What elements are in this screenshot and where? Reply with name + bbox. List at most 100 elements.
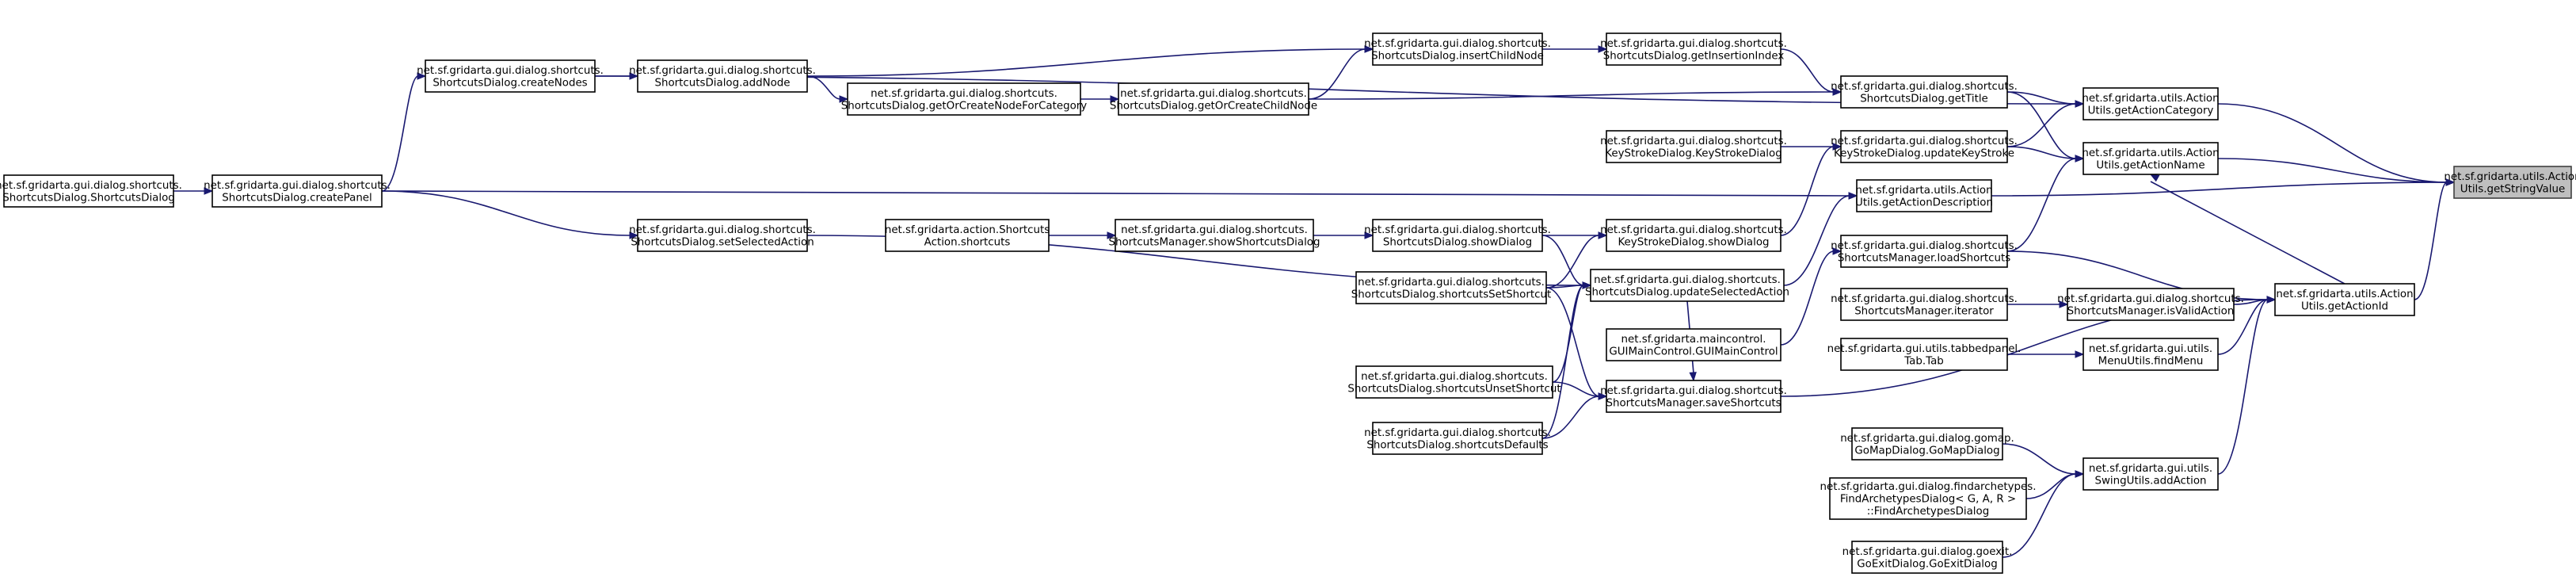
graph-node-create-panel[interactable]: net.sf.gridarta.gui.dialog.shortcuts.Sho… — [204, 174, 391, 208]
graph-edge — [594, 72, 639, 80]
edge-line — [2217, 103, 2448, 183]
node-label-line: net.sf.gridarta.gui.dialog.shortcuts. — [871, 88, 1057, 100]
node-label-line: ShortcutsManager.loadShortcuts — [1838, 252, 2010, 264]
graph-node-insert-child-node[interactable]: net.sf.gridarta.gui.dialog.shortcuts.Sho… — [1364, 32, 1551, 66]
edge-line — [1780, 146, 1835, 236]
node-label-line: ::FindArchetypesDialog — [1867, 506, 1989, 518]
edge-line — [1541, 285, 1584, 439]
graph-node-find-menu[interactable]: net.sf.gridarta.gui.utils.MenuUtils.find… — [2083, 338, 2219, 371]
call-graph-nodes: net.sf.gridarta.utils.ActionUtils.getStr… — [0, 32, 2576, 574]
graph-node-update-selected-action[interactable]: net.sf.gridarta.gui.dialog.shortcuts.Sho… — [1585, 269, 1789, 302]
node-label-line: net.sf.gridarta.gui.dialog.shortcuts. — [629, 224, 816, 236]
node-label-line: net.sf.gridarta.gui.utils. — [2089, 463, 2212, 475]
edge-line — [381, 75, 419, 192]
node-label-line: ShortcutsDialog.updateSelectedAction — [1585, 286, 1789, 298]
edge-line — [2217, 158, 2448, 183]
graph-node-shortcuts-unset-shortcut[interactable]: net.sf.gridarta.gui.dialog.shortcuts.Sho… — [1347, 365, 1561, 399]
arrowhead — [2266, 296, 2277, 304]
node-label-line: ShortcutsDialog.getOrCreateChildNode — [1110, 100, 1317, 112]
node-label-line: ShortcutsDialog.shortcutsUnsetShortcut — [1347, 383, 1560, 395]
graph-node-go-exit-dialog[interactable]: net.sf.gridarta.gui.dialog.goexit.GoExit… — [1842, 541, 2013, 574]
node-box — [1115, 219, 1314, 252]
edge-line — [2006, 103, 2077, 147]
graph-node-is-valid-action[interactable]: net.sf.gridarta.gui.dialog.shortcuts.Sho… — [2057, 288, 2244, 321]
graph-node-go-map-dialog[interactable]: net.sf.gridarta.gui.dialog.gomap.GoMapDi… — [1840, 427, 2014, 461]
node-box — [1840, 130, 2008, 163]
node-label-line: net.sf.gridarta.gui.dialog.shortcuts. — [1600, 136, 1787, 147]
node-label-line: KeyStrokeDialog.updateKeyStroke — [1834, 147, 2014, 159]
node-box — [1590, 269, 1785, 302]
node-label-line: net.sf.gridarta.utils.Action — [1855, 185, 1992, 197]
edge-line — [2150, 181, 2345, 285]
graph-node-set-selected-action[interactable]: net.sf.gridarta.gui.dialog.shortcuts.Sho… — [629, 219, 816, 252]
graph-node-gui-main-control[interactable]: net.sf.gridarta.maincontrol.GUIMainContr… — [1606, 328, 1781, 361]
edge-line — [1308, 48, 1366, 100]
node-box — [1856, 179, 1992, 212]
graph-node-get-insertion-index[interactable]: net.sf.gridarta.gui.dialog.shortcuts.Sho… — [1600, 32, 1787, 66]
node-label-line: Action.shortcuts — [924, 236, 1011, 248]
node-label-line: Utils.getActionCategory — [2088, 105, 2214, 117]
graph-node-sd-show-dialog[interactable]: net.sf.gridarta.gui.dialog.shortcuts.Sho… — [1364, 219, 1551, 252]
edge-line — [1545, 285, 1584, 289]
graph-node-create-nodes[interactable]: net.sf.gridarta.gui.dialog.shortcuts.Sho… — [417, 59, 604, 93]
edge-line — [1780, 250, 1835, 346]
arrowhead — [629, 72, 639, 80]
graph-node-shortcuts-dialog-ctor[interactable]: net.sf.gridarta.gui.dialog.shortcuts.Sho… — [0, 174, 182, 208]
node-label-line: net.sf.gridarta.gui.dialog.shortcuts. — [1120, 88, 1307, 100]
graph-node-action-shortcuts[interactable]: net.sf.gridarta.action.ShortcutsAction.s… — [885, 219, 1050, 252]
edge-line — [806, 75, 841, 100]
node-label-line: net.sf.gridarta.gui.utils.tabbedpanel. — [1827, 343, 2022, 355]
node-label-line: Utils.getStringValue — [2460, 183, 2565, 195]
node-label-line: GoMapDialog.GoMapDialog — [1854, 445, 1999, 457]
graph-node-ks-show-dialog[interactable]: net.sf.gridarta.gui.dialog.shortcuts.Key… — [1600, 219, 1787, 252]
node-label-line: net.sf.gridarta.gui.dialog.shortcuts. — [1121, 224, 1308, 236]
node-label-line: net.sf.gridarta.gui.dialog.shortcuts. — [1594, 274, 1781, 286]
graph-node-show-shortcuts-dialog[interactable]: net.sf.gridarta.gui.dialog.shortcuts.Sho… — [1108, 219, 1320, 252]
node-label-line: net.sf.gridarta.utils.Action — [2082, 147, 2219, 159]
node-label-line: net.sf.gridarta.utils.Action — [2276, 289, 2413, 300]
node-label-line: GoExitDialog.GoExitDialog — [1857, 558, 1997, 570]
node-label-line: ShortcutsDialog.createPanel — [222, 192, 372, 204]
graph-edge — [2006, 155, 2085, 252]
node-label-line: ShortcutsDialog.shortcutsSetShortcut — [1351, 289, 1551, 300]
edge-line — [2006, 158, 2077, 252]
graph-edge — [1542, 45, 1608, 53]
graph-node-shortcuts-set-shortcut[interactable]: net.sf.gridarta.gui.dialog.shortcuts.Sho… — [1351, 271, 1551, 304]
node-label-line: ShortcutsManager.showShortcutsDialog — [1108, 236, 1320, 248]
graph-node-find-archetypes-dialog[interactable]: net.sf.gridarta.gui.dialog.findarchetype… — [1820, 477, 2037, 520]
graph-edge — [1991, 178, 2456, 197]
graph-edge — [2002, 443, 2085, 478]
graph-node-get-action-description[interactable]: net.sf.gridarta.utils.ActionUtils.getAct… — [1855, 179, 1993, 212]
arrowhead — [1364, 45, 1374, 53]
node-label-line: ShortcutsManager.isValidAction — [2067, 305, 2235, 317]
graph-node-get-action-id[interactable]: net.sf.gridarta.utils.ActionUtils.getAct… — [2274, 283, 2415, 316]
graph-node-key-stroke-dialog-ctor[interactable]: net.sf.gridarta.gui.dialog.shortcuts.Key… — [1600, 130, 1787, 163]
graph-node-update-key-stroke[interactable]: net.sf.gridarta.gui.dialog.shortcuts.Key… — [1831, 130, 2018, 163]
edge-line — [2414, 182, 2448, 300]
node-box — [425, 59, 596, 93]
graph-node-add-node[interactable]: net.sf.gridarta.gui.dialog.shortcuts.Sho… — [629, 59, 816, 93]
graph-node-save-shortcuts[interactable]: net.sf.gridarta.gui.dialog.shortcuts.Sho… — [1600, 380, 1787, 413]
graph-node-shortcuts-defaults[interactable]: net.sf.gridarta.gui.dialog.shortcuts.Sho… — [1364, 422, 1551, 455]
graph-node-get-action-name[interactable]: net.sf.gridarta.utils.ActionUtils.getAct… — [2082, 142, 2220, 175]
graph-node-iterator[interactable]: net.sf.gridarta.gui.dialog.shortcuts.Sho… — [1831, 288, 2018, 321]
arrowhead — [417, 72, 427, 80]
node-label-line: ShortcutsDialog.insertChildNode — [1371, 50, 1544, 62]
node-label-line: ShortcutsManager.saveShortcuts — [1606, 397, 1781, 409]
edge-line — [2002, 443, 2077, 475]
graph-node-tab-tab[interactable]: net.sf.gridarta.gui.utils.tabbedpanel.Ta… — [1827, 338, 2022, 371]
node-box — [2083, 457, 2219, 491]
graph-node-get-or-create-child-node[interactable]: net.sf.gridarta.gui.dialog.shortcuts.Sho… — [1110, 82, 1317, 116]
edge-line — [2002, 473, 2077, 558]
graph-node-add-action[interactable]: net.sf.gridarta.gui.utils.SwingUtils.add… — [2083, 457, 2219, 491]
graph-node-load-shortcuts[interactable]: net.sf.gridarta.gui.dialog.shortcuts.Sho… — [1831, 235, 2018, 268]
node-label-line: net.sf.gridarta.action.Shortcuts — [885, 224, 1050, 236]
arrowhead — [1364, 231, 1374, 239]
graph-node-get-action-category[interactable]: net.sf.gridarta.utils.ActionUtils.getAct… — [2082, 87, 2220, 120]
graph-node-get-string-value[interactable]: net.sf.gridarta.utils.ActionUtils.getStr… — [2444, 166, 2576, 199]
graph-node-get-title[interactable]: net.sf.gridarta.gui.dialog.shortcuts.Sho… — [1831, 75, 2018, 109]
graph-edge — [2006, 100, 2085, 147]
graph-node-get-or-create-node-for-category[interactable]: net.sf.gridarta.gui.dialog.shortcuts.Sho… — [841, 82, 1088, 116]
node-box — [1840, 338, 2008, 371]
node-box — [1606, 32, 1781, 66]
